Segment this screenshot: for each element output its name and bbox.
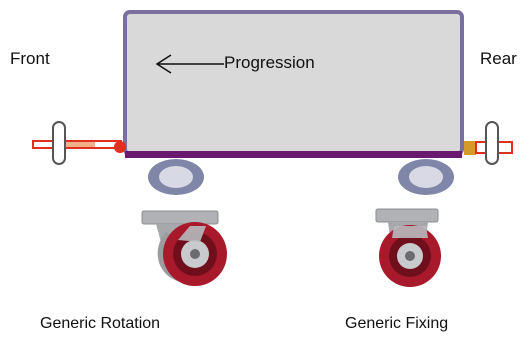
front-label: Front xyxy=(10,49,50,68)
fixed-caster-icon xyxy=(375,208,441,287)
generic-rotation-label: Generic Rotation xyxy=(40,315,161,332)
generic-fixing-label: Generic Fixing xyxy=(345,315,449,332)
rear-tow-handle-icon xyxy=(464,121,513,165)
rear-label: Rear xyxy=(480,49,517,68)
left-arrow-icon xyxy=(155,54,224,74)
cart-body xyxy=(123,10,464,156)
swivel-caster-icon xyxy=(141,210,227,286)
front-wheel-icon xyxy=(148,159,204,195)
chassis-bar xyxy=(125,151,462,158)
front-tow-handle-icon xyxy=(32,121,126,165)
progression-label: Progression xyxy=(224,53,315,72)
rear-wheel-icon xyxy=(398,159,454,195)
